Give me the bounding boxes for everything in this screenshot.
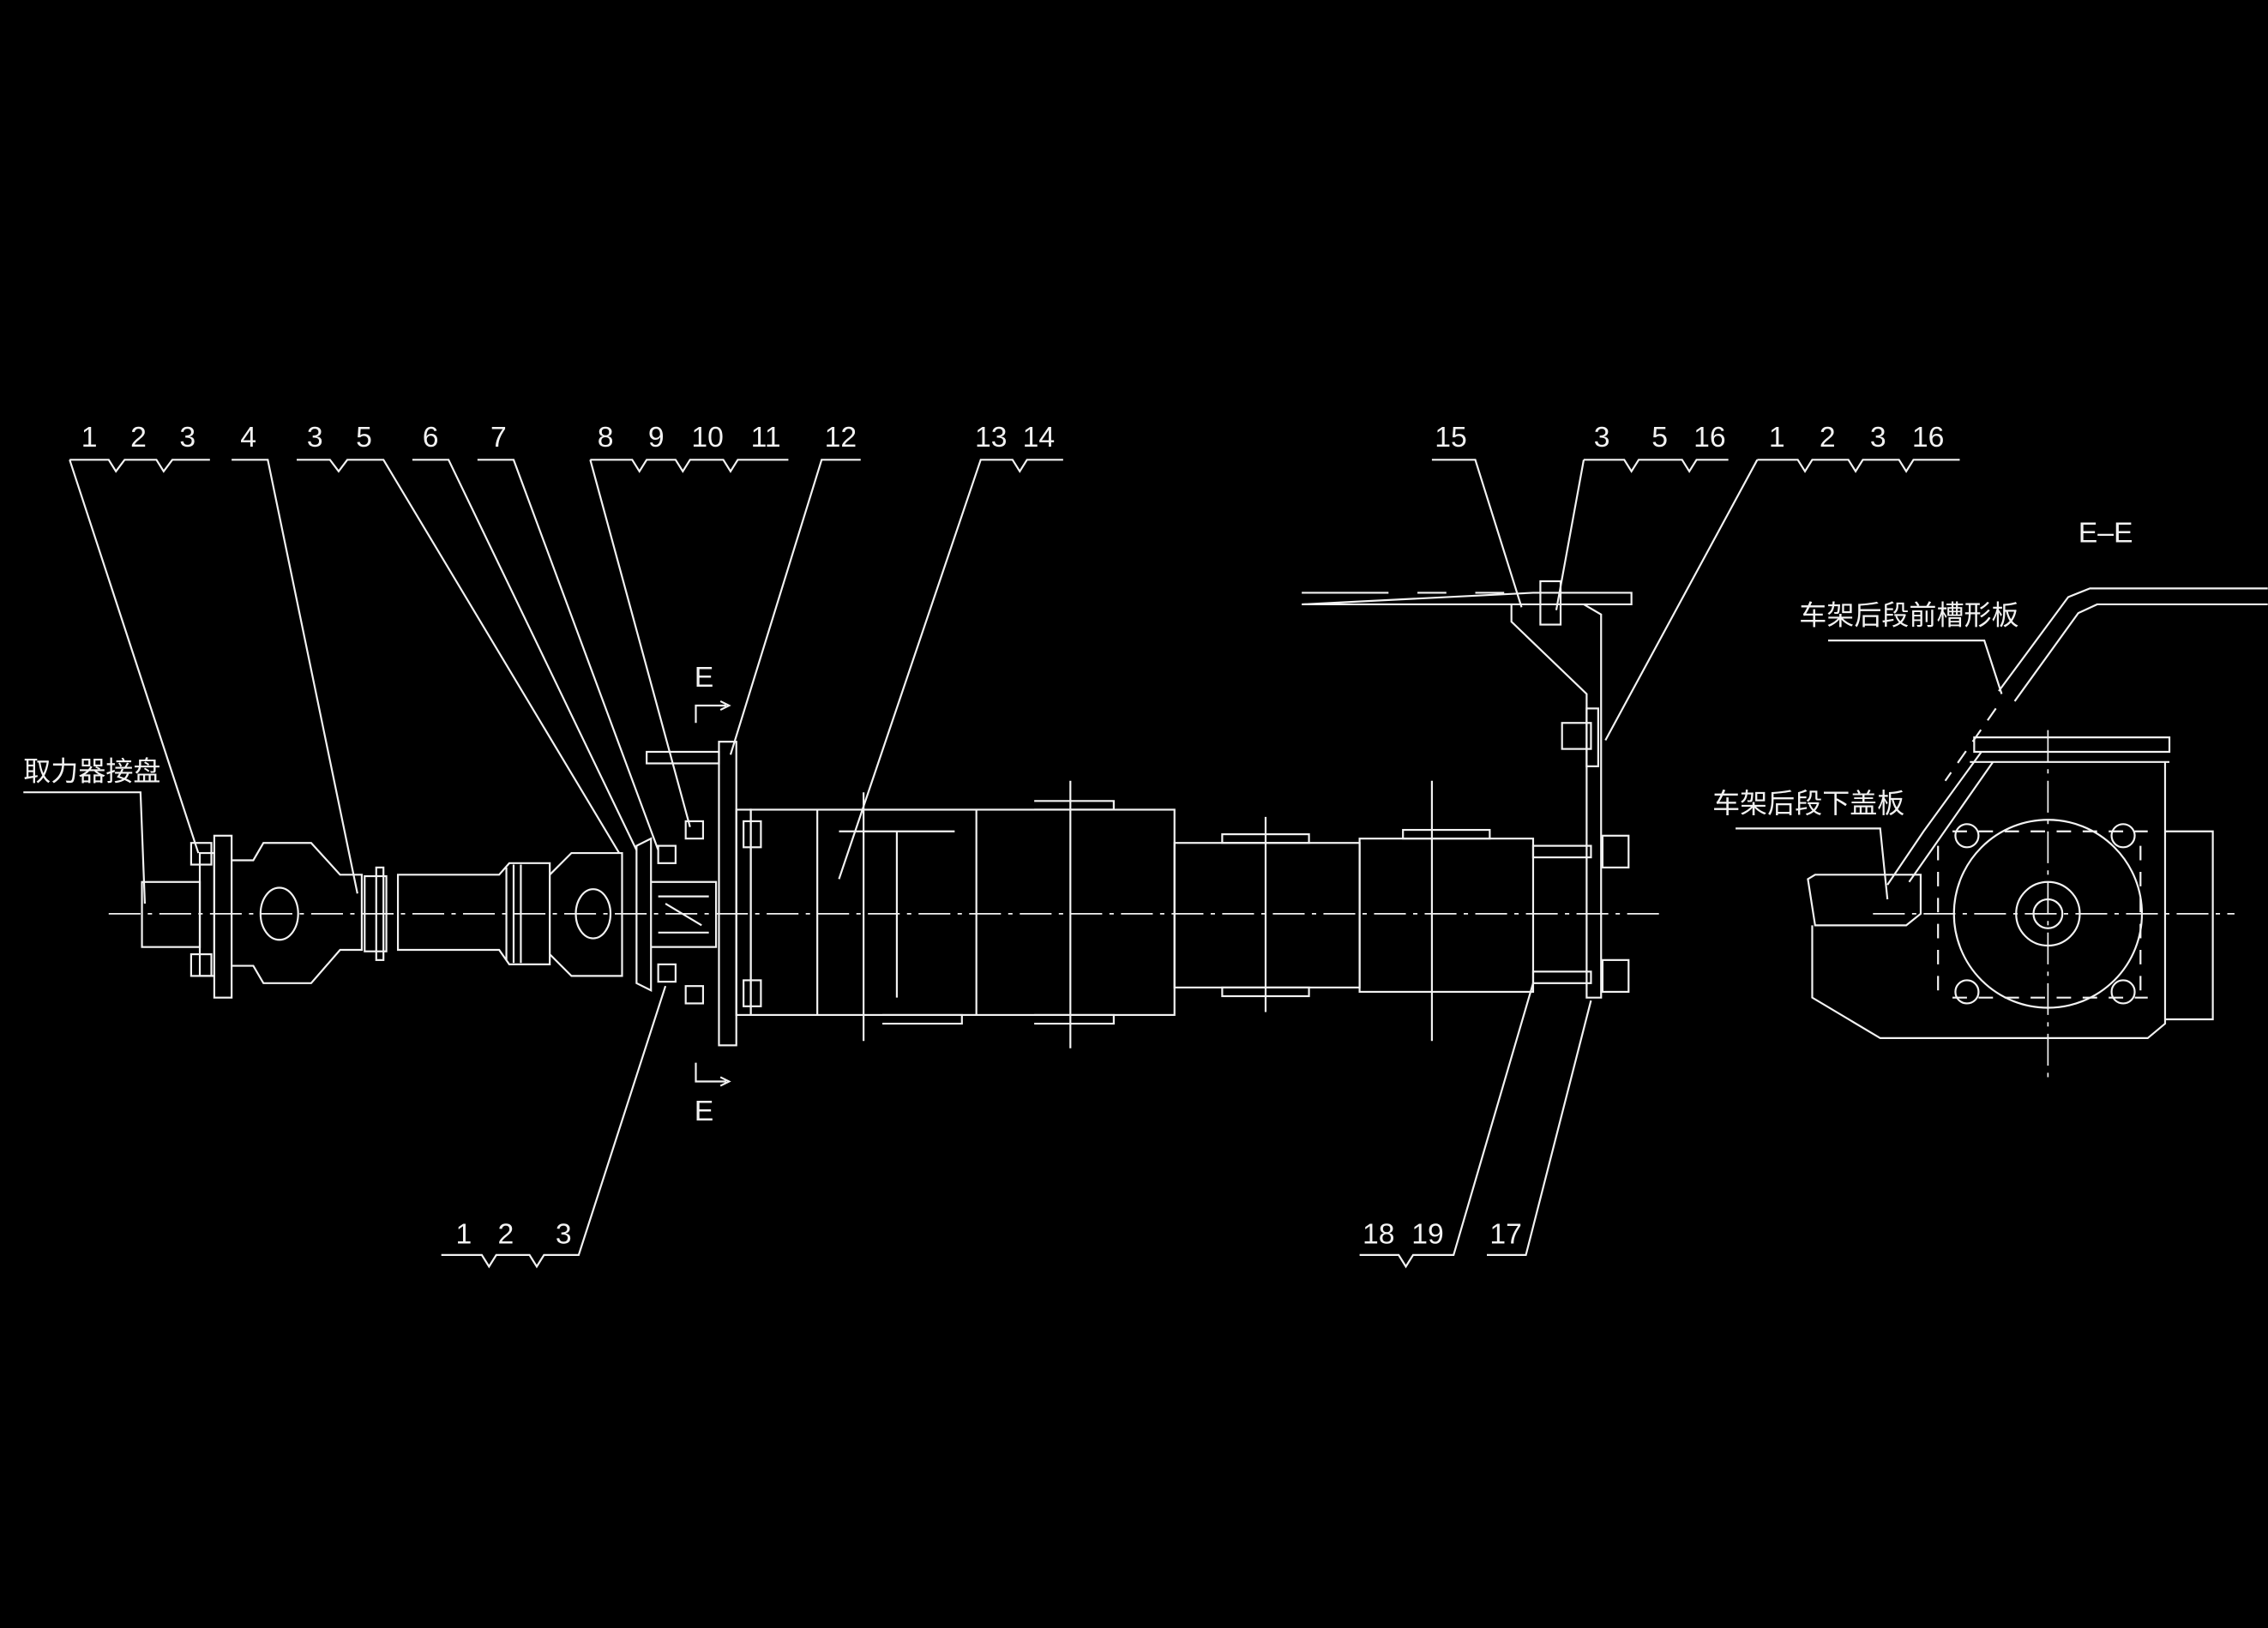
callout-number: 4 [240, 421, 256, 454]
callout-number: 7 [490, 421, 507, 454]
drive-shaft [141, 820, 718, 1005]
callout-number: 2 [497, 1217, 514, 1250]
callout-number: 1 [1769, 421, 1785, 454]
section-mark-bottom: E [695, 1062, 731, 1127]
callout-number: 1 [81, 421, 98, 454]
callout-number: 16 [1693, 421, 1726, 454]
callout-7: 7 [477, 421, 659, 851]
callout-18-19: 18 19 [1359, 982, 1535, 1269]
callout-number: 8 [598, 421, 614, 454]
callout-number: 14 [1023, 421, 1056, 454]
callout-number: 1 [456, 1217, 472, 1250]
section-letter: E [695, 661, 714, 694]
callout-number: 5 [1651, 421, 1668, 454]
callout-number: 3 [556, 1217, 572, 1250]
callout-number: 3 [179, 421, 196, 454]
callout-number: 2 [130, 421, 147, 454]
callout-number: 5 [356, 421, 372, 454]
callout-1-2-3-16: 1 2 3 16 [1604, 421, 1960, 742]
frame-cover-label: 车架后段下盖板 [1712, 787, 1904, 820]
callout-number: 3 [307, 421, 323, 454]
callout-number: 2 [1820, 421, 1836, 454]
callout-number: 12 [825, 421, 857, 454]
callout-number: 17 [1489, 1217, 1522, 1250]
callout-number: 3 [1870, 421, 1886, 454]
callout-17: 17 [1487, 1000, 1592, 1256]
pump-assembly [646, 741, 1592, 1048]
callout-number: 18 [1363, 1217, 1395, 1250]
callout-6: 6 [412, 421, 638, 851]
callout-3-5: 3 5 [297, 421, 621, 854]
callout-number: 19 [1411, 1217, 1444, 1250]
callout-4: 4 [232, 421, 358, 894]
callout-3-5-16: 3 5 16 [1555, 421, 1729, 610]
callout-bottom-1-2-3: 1 2 3 [441, 985, 667, 1269]
callout-15: 15 [1431, 421, 1523, 608]
callout-number: 3 [1594, 421, 1610, 454]
section-mark-top: E [695, 661, 731, 724]
callout-number: 9 [648, 421, 665, 454]
support-bracket [1302, 580, 1633, 999]
pto-flange-text: 取力器接盘 [23, 755, 160, 788]
callout-number: 11 [751, 421, 781, 454]
callout-13-14: 13 14 [838, 421, 1063, 880]
section-view-e-e: E–E 车架后段前槽形板 车架后段下盖板 [1712, 516, 2268, 1078]
callout-number: 16 [1912, 421, 1945, 454]
pto-flange-label: 取力器接盘 [23, 755, 160, 904]
callout-number: 10 [691, 421, 724, 454]
callout-1-2-3: 1 2 3 [69, 421, 210, 854]
callout-number: 6 [423, 421, 439, 454]
section-letter: E [695, 1095, 714, 1127]
callout-number: 13 [975, 421, 1008, 454]
frame-channel-label: 车架后段前槽形板 [1799, 599, 2018, 632]
view-title: E–E [2078, 516, 2133, 549]
callout-number: 15 [1435, 421, 1467, 454]
callout-8-9-10-11: 8 9 10 11 [589, 421, 789, 827]
callout-12: 12 [729, 421, 861, 755]
